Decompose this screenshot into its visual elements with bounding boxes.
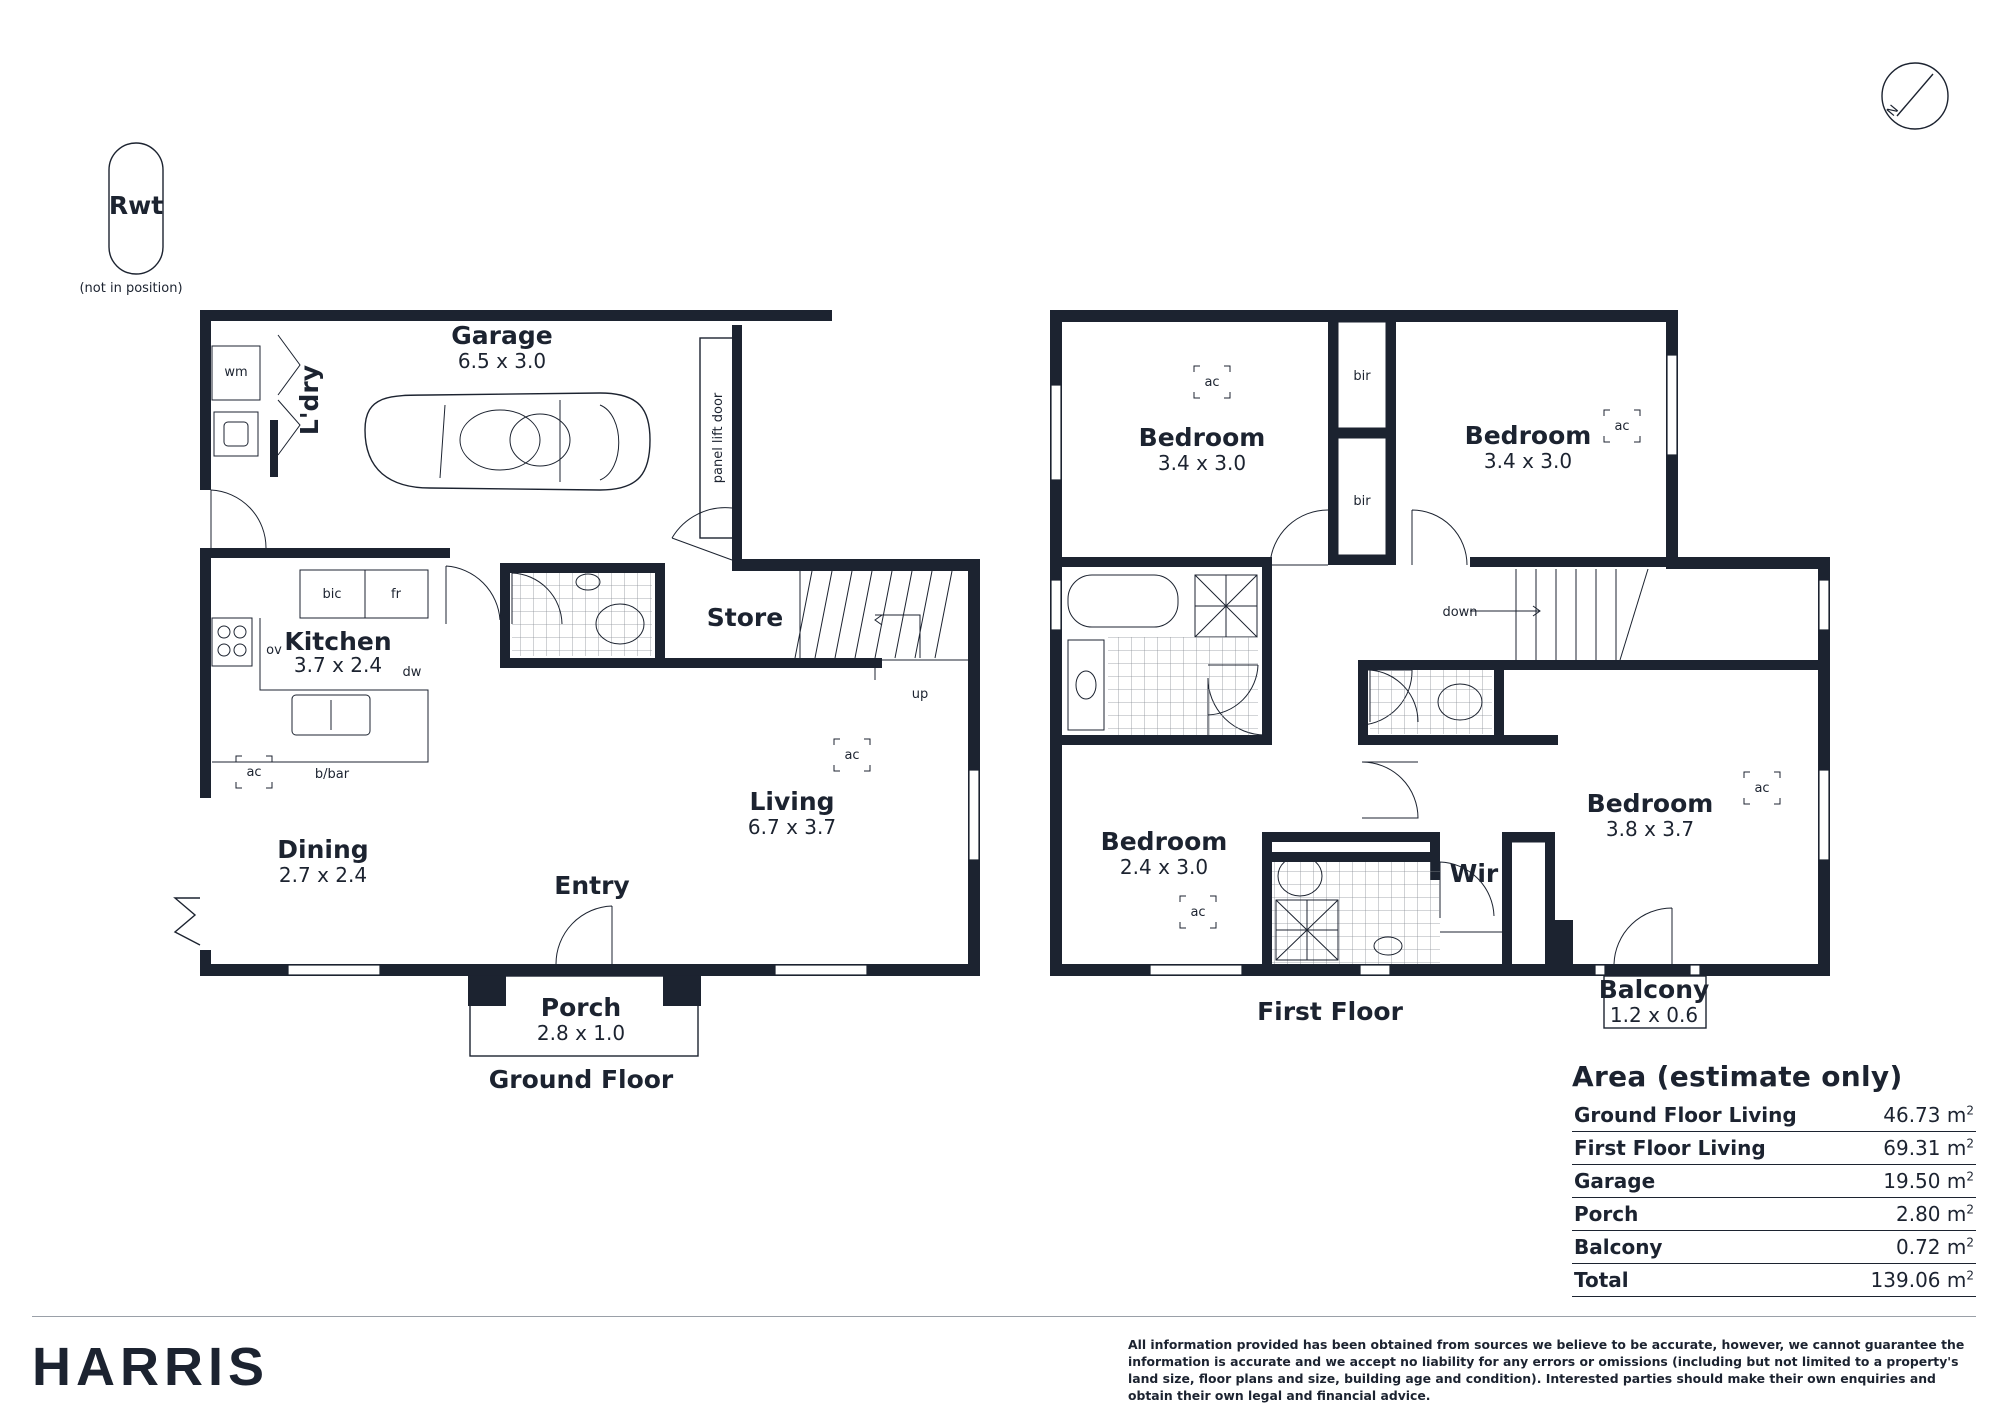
bedroom-1-name: Bedroom bbox=[1139, 423, 1266, 452]
dw-label: dw bbox=[403, 665, 422, 680]
bedroom-4-dims: 3.8 x 3.7 bbox=[1606, 817, 1694, 841]
car-icon bbox=[364, 392, 651, 491]
area-row: First Floor Living 69.31 m2 bbox=[1572, 1132, 1976, 1165]
ac-label-3: ac bbox=[1754, 781, 1769, 796]
bedroom-1-dims: 3.4 x 3.0 bbox=[1158, 451, 1246, 475]
north-compass-icon: N bbox=[1881, 62, 1949, 130]
rwt-label: Rwt bbox=[109, 191, 163, 220]
ac-label-4: ac bbox=[1190, 905, 1205, 920]
ground-floor-title: Ground Floor bbox=[489, 1065, 674, 1094]
footer-divider bbox=[32, 1316, 1976, 1317]
ac-marker-dining bbox=[235, 755, 273, 789]
laundry-label: L'dry bbox=[295, 365, 324, 435]
ac-living-label: ac bbox=[844, 748, 859, 763]
area-row-label: Total bbox=[1574, 1268, 1629, 1292]
ac-dining-label: ac bbox=[246, 765, 261, 780]
ac-marker-living bbox=[833, 738, 871, 772]
dining-dims: 2.7 x 2.4 bbox=[279, 863, 367, 887]
area-value-number: 19.50 bbox=[1883, 1169, 1941, 1193]
store-name: Store bbox=[707, 603, 783, 632]
ac-label-1: ac bbox=[1204, 375, 1219, 390]
area-row-value: 2.80 m2 bbox=[1896, 1202, 1974, 1226]
rwt-note: (not in position) bbox=[79, 281, 182, 296]
area-row-value: 69.31 m2 bbox=[1883, 1136, 1974, 1160]
area-summary-table: Area (estimate only) Ground Floor Living… bbox=[1572, 1060, 1976, 1297]
area-row-value: 0.72 m2 bbox=[1896, 1235, 1974, 1259]
area-row: Total 139.06 m2 bbox=[1572, 1264, 1976, 1297]
balcony-dims: 1.2 x 0.6 bbox=[1610, 1003, 1698, 1027]
area-value-unit: m bbox=[1946, 1235, 1967, 1259]
porch-dims: 2.8 x 1.0 bbox=[537, 1021, 625, 1045]
area-row-label: Balcony bbox=[1574, 1235, 1663, 1259]
balcony-name: Balcony bbox=[1599, 975, 1710, 1004]
stairs-first: down bbox=[1442, 568, 1649, 661]
bedroom-3-name: Bedroom bbox=[1101, 827, 1228, 856]
bir-label-2: bir bbox=[1353, 494, 1371, 509]
compass-n-label: N bbox=[1884, 102, 1902, 119]
area-value-number: 0.72 bbox=[1895, 1235, 1941, 1259]
ac-label-2: ac bbox=[1614, 419, 1629, 434]
bedroom-4-name: Bedroom bbox=[1587, 789, 1714, 818]
ov-label: ov bbox=[266, 643, 282, 658]
area-value-unit: m bbox=[1946, 1268, 1967, 1292]
wir-name: Wir bbox=[1450, 859, 1499, 888]
area-value-number: 139.06 bbox=[1870, 1268, 1941, 1292]
area-value-unit: m bbox=[1946, 1202, 1967, 1226]
area-row-label: Porch bbox=[1574, 1202, 1639, 1226]
area-row-value: 19.50 m2 bbox=[1883, 1169, 1974, 1193]
area-value-sup: 2 bbox=[1966, 1268, 1974, 1283]
b-bar-label: b/bar bbox=[315, 767, 350, 782]
first-floor-plan: bir bir down ac ac ac ac Bedroom 3.4 x 3… bbox=[1050, 310, 1830, 1029]
area-value-number: 2.80 bbox=[1895, 1202, 1941, 1226]
area-row: Porch 2.80 m2 bbox=[1572, 1198, 1976, 1231]
bedroom-2-dims: 3.4 x 3.0 bbox=[1484, 449, 1572, 473]
stairs-ground: up bbox=[794, 570, 968, 702]
area-row: Ground Floor Living 46.73 m2 bbox=[1572, 1099, 1976, 1132]
entry-name: Entry bbox=[554, 871, 629, 900]
bedroom-2-name: Bedroom bbox=[1465, 421, 1592, 450]
first-floor-title: First Floor bbox=[1257, 997, 1404, 1026]
area-row: Garage 19.50 m2 bbox=[1572, 1165, 1976, 1198]
brand-logo: HARRIS bbox=[32, 1337, 270, 1397]
area-row-label: First Floor Living bbox=[1574, 1136, 1766, 1160]
garage-dims: 6.5 x 3.0 bbox=[458, 349, 546, 373]
kitchen-name: Kitchen bbox=[284, 627, 391, 656]
area-row-value: 46.73 m2 bbox=[1883, 1103, 1974, 1127]
fr-label: fr bbox=[391, 587, 402, 602]
rainwater-tank: Rwt (not in position) bbox=[79, 142, 183, 296]
area-value-sup: 2 bbox=[1966, 1235, 1974, 1250]
area-value-unit: m bbox=[1946, 1136, 1967, 1160]
area-title: Area (estimate only) bbox=[1572, 1060, 1903, 1093]
garage-name: Garage bbox=[451, 321, 552, 350]
living-dims: 6.7 x 3.7 bbox=[748, 815, 836, 839]
living-name: Living bbox=[749, 787, 834, 816]
area-row-label: Ground Floor Living bbox=[1574, 1103, 1797, 1127]
area-value-sup: 2 bbox=[1966, 1202, 1974, 1217]
up-label: up bbox=[912, 687, 929, 702]
bic-label: bic bbox=[322, 587, 341, 602]
wm-label: wm bbox=[224, 365, 247, 380]
area-row-label: Garage bbox=[1574, 1169, 1656, 1193]
area-row: Balcony 0.72 m2 bbox=[1572, 1231, 1976, 1264]
area-value-unit: m bbox=[1946, 1103, 1967, 1127]
area-value-unit: m bbox=[1946, 1169, 1967, 1193]
down-label: down bbox=[1442, 605, 1477, 620]
porch-name: Porch bbox=[541, 993, 621, 1022]
area-value-sup: 2 bbox=[1966, 1169, 1974, 1184]
panel-lift-door-label: panel lift door bbox=[711, 392, 726, 483]
area-value-sup: 2 bbox=[1966, 1103, 1974, 1118]
area-value-number: 69.31 bbox=[1883, 1136, 1941, 1160]
disclaimer-text: All information provided has been obtain… bbox=[1128, 1337, 1965, 1403]
area-value-number: 46.73 bbox=[1883, 1103, 1941, 1127]
kitchen-dims: 3.7 x 2.4 bbox=[294, 653, 382, 677]
ground-floor-plan: panel lift door wm L'dry bic fr ov bbox=[173, 310, 980, 1094]
bedroom-3-dims: 2.4 x 3.0 bbox=[1120, 855, 1208, 879]
area-value-sup: 2 bbox=[1966, 1136, 1974, 1151]
dining-name: Dining bbox=[277, 835, 368, 864]
bir-label-1: bir bbox=[1353, 369, 1371, 384]
area-row-value: 139.06 m2 bbox=[1871, 1268, 1974, 1292]
